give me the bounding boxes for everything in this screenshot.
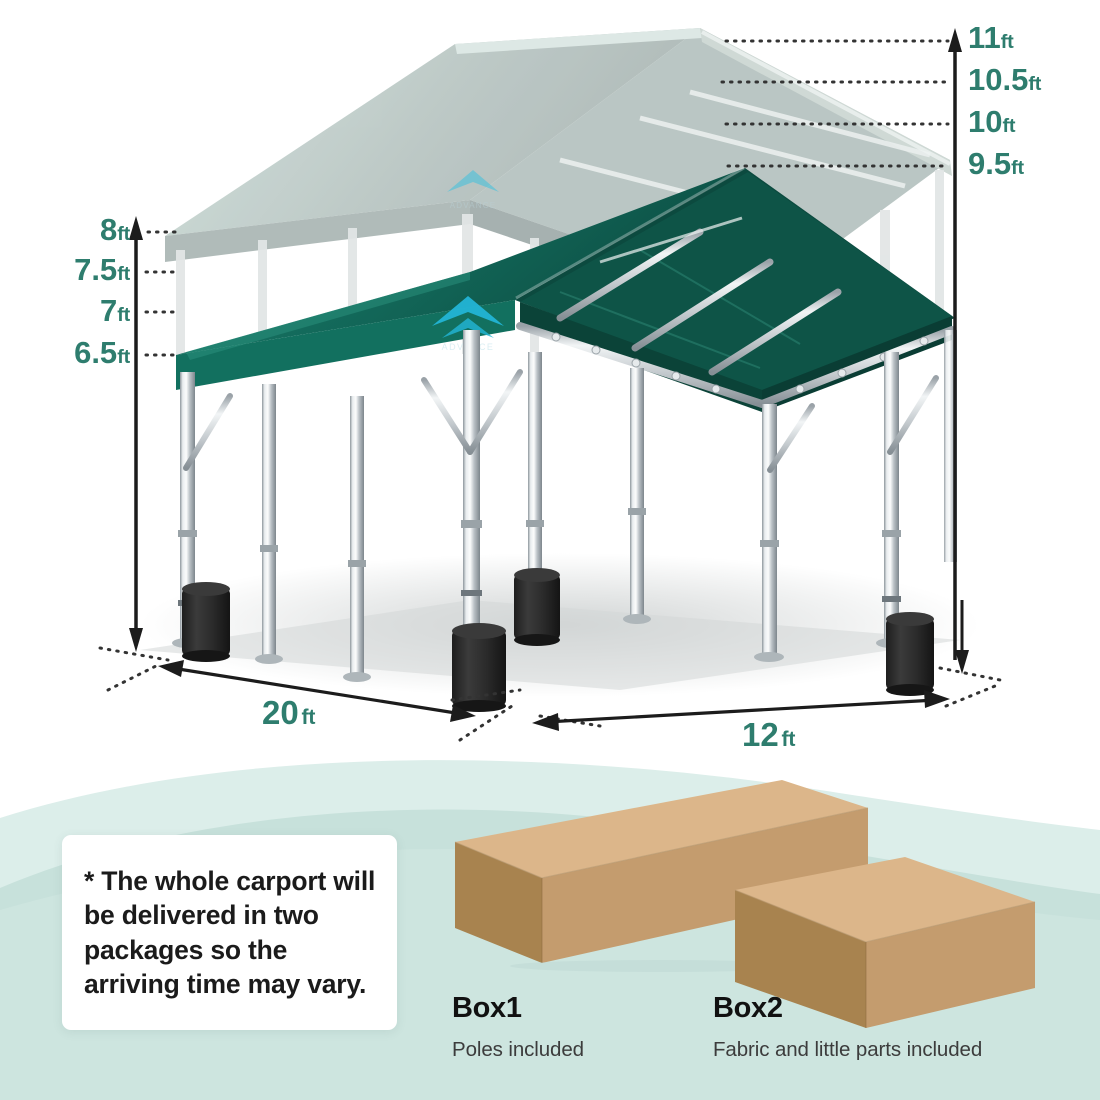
height-label-11ft: 11ft xyxy=(968,20,1014,55)
height-leader-lines-right xyxy=(720,39,950,168)
carport-illustration: ADVANCE ADVANCE xyxy=(98,28,1002,742)
delivery-note-card: * The whole carport will be delivered in… xyxy=(62,835,397,1030)
box1-carton xyxy=(454,780,869,972)
weight-bags xyxy=(182,568,934,712)
height-axis-left xyxy=(129,216,143,652)
steel-legs xyxy=(172,330,957,700)
height-leader-lines-left xyxy=(144,230,182,357)
ground-dimension-20ft xyxy=(158,660,476,722)
corner-drop-arrow-right xyxy=(955,600,969,674)
height-label-7ft: 7ft xyxy=(99,293,130,328)
height-label-8ft: 8ft xyxy=(99,212,130,247)
box1-label: Box1 xyxy=(452,992,522,1024)
height-label-6-5ft: 6.5ft xyxy=(74,335,130,370)
height-label-10-5ft: 10.5ft xyxy=(968,62,1042,97)
box2-label: Box2 xyxy=(713,992,783,1024)
box2-contents: Fabric and little parts included xyxy=(713,1038,983,1061)
delivery-note-text: * The whole carport will be delivered in… xyxy=(84,865,376,999)
box1-contents: Poles included xyxy=(452,1038,584,1061)
height-axis-right xyxy=(948,28,962,660)
height-label-10ft: 10ft xyxy=(968,104,1016,139)
package-boxes-illustration xyxy=(454,780,1036,1028)
svg-text:ADVANCE: ADVANCE xyxy=(450,201,496,210)
height-label-9-5ft: 9.5ft xyxy=(968,146,1024,181)
box2-carton xyxy=(734,857,1036,1028)
ground-dimension-12ft xyxy=(532,690,950,731)
height-label-7-5ft: 7.5ft xyxy=(74,252,130,287)
green-canopy: ADVANCE xyxy=(176,166,956,412)
ground-label-12ft: 12 ft xyxy=(742,716,796,753)
advance-logo-ghost: ADVANCE xyxy=(447,170,499,210)
packaging-info-panel: * The whole carport will be delivered in… xyxy=(0,760,1100,1100)
ground-label-20ft: 20 ft xyxy=(262,694,316,731)
carport-dimension-diagram: ADVANCE ADVANCE xyxy=(74,20,1042,753)
